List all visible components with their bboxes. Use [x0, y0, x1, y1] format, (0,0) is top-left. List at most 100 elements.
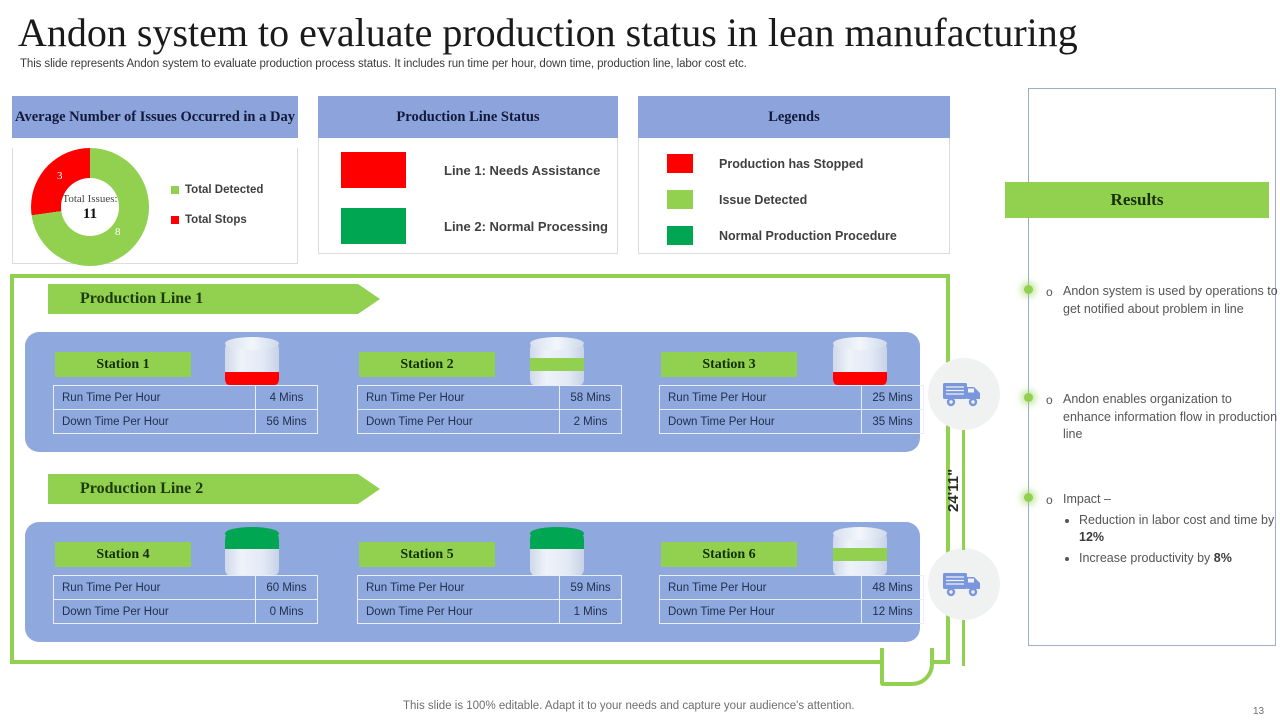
station-card-6[interactable]: Station 6 Run Time Per Hour 48 Mins Down… [659, 542, 929, 624]
legend-swatch-green [171, 186, 179, 194]
results-box [1028, 88, 1276, 646]
results-item-1-text: Andon system is used by operations to ge… [1063, 284, 1278, 316]
results-bullet-dot-3 [1024, 493, 1033, 502]
station-3-badge: Station 3 [661, 352, 797, 377]
production-line-1-panel: Station 1 Run Time Per Hour 4 Mins Down … [25, 332, 924, 452]
station-2-badge: Station 2 [359, 352, 495, 377]
station-4-downtime-key: Down Time Per Hour [53, 599, 256, 624]
station-3-metrics: Run Time Per Hour 25 Mins Down Time Per … [659, 385, 924, 434]
legend-row-detected: Issue Detected [667, 190, 949, 209]
results-bullet-marker-3: o [1046, 493, 1053, 507]
results-item-2-text: Andon enables organization to enhance in… [1063, 392, 1278, 441]
truck-icon [943, 383, 980, 407]
station-2-downtime-value: 2 Mins [559, 409, 622, 434]
legend-row-stopped: Production has Stopped [667, 154, 949, 173]
legend-label-normal: Normal Production Procedure [719, 228, 897, 243]
donut-center: Total Issues: 11 [61, 178, 119, 236]
station-4-status-cylinder-icon [225, 527, 279, 581]
production-line-1-label: Production Line 1 [80, 290, 204, 307]
station-card-4[interactable]: Station 4 Run Time Per Hour 60 Mins Down… [53, 542, 323, 624]
status-label-line1: Line 1: Needs Assistance [444, 162, 601, 178]
issues-donut-chart: Total Issues: 11 3 8 [31, 148, 149, 266]
station-5-status-cylinder-icon [530, 527, 584, 581]
station-3-runtime-key: Run Time Per Hour [659, 385, 862, 410]
station-1-downtime-key: Down Time Per Hour [53, 409, 256, 434]
station-1-downtime-value: 56 Mins [255, 409, 318, 434]
station-2-metrics: Run Time Per Hour 58 Mins Down Time Per … [357, 385, 622, 434]
station-3-downtime-value: 35 Mins [861, 409, 924, 434]
station-card-3[interactable]: Station 3 Run Time Per Hour 25 Mins Down… [659, 352, 929, 434]
donut-value-detected: 8 [115, 226, 121, 238]
status-row-line2: Line 2: Normal Processing [341, 208, 617, 244]
status-label-line2: Line 2: Normal Processing [444, 218, 608, 234]
status-card-title: Production Line Status [318, 96, 618, 138]
issues-card-body: Total Issues: 11 3 8 Total Detected Tota… [12, 148, 298, 266]
legend-label-stopped: Production has Stopped [719, 156, 864, 171]
station-6-runtime-key: Run Time Per Hour [659, 575, 862, 600]
production-line-2-panel: Station 4 Run Time Per Hour 60 Mins Down… [25, 522, 924, 642]
station-6-downtime-key: Down Time Per Hour [659, 599, 862, 624]
results-item-1: Andon system is used by operations to ge… [1063, 283, 1278, 318]
station-card-2[interactable]: Station 2 Run Time Per Hour 58 Mins Down… [357, 352, 627, 434]
page-subtitle: This slide represents Andon system to ev… [20, 58, 747, 70]
station-1-badge: Station 1 [55, 352, 191, 377]
results-sub-1-pre: Reduction in labor cost and time by [1079, 512, 1275, 527]
table-row: Run Time Per Hour 59 Mins [357, 575, 622, 600]
table-row: Run Time Per Hour 48 Mins [659, 575, 924, 600]
legend-label-total-stops: Total Stops [185, 214, 247, 226]
status-card-body: Line 1: Needs Assistance Line 2: Normal … [318, 138, 618, 254]
delivery-truck-bubble-line1 [928, 358, 1000, 430]
footer-note: This slide is 100% editable. Adapt it to… [403, 700, 855, 712]
table-row: Run Time Per Hour 58 Mins [357, 385, 622, 410]
station-4-metrics: Run Time Per Hour 60 Mins Down Time Per … [53, 575, 318, 624]
status-swatch-green [341, 208, 406, 244]
table-row: Down Time Per Hour 56 Mins [53, 409, 318, 434]
issues-card-title: Average Number of Issues Occurred in a D… [12, 96, 298, 138]
table-row: Down Time Per Hour 1 Mins [357, 599, 622, 624]
station-card-1[interactable]: Station 1 Run Time Per Hour 4 Mins Down … [53, 352, 323, 434]
production-line-2-tag: Production Line 2 [48, 474, 380, 504]
station-card-5[interactable]: Station 5 Run Time Per Hour 59 Mins Down… [357, 542, 627, 624]
legends-card-title: Legends [638, 96, 950, 138]
legends-card-body: Production has Stopped Issue Detected No… [638, 138, 950, 254]
legend-swatch-normal [667, 226, 693, 245]
dimension-label: 24'11" [945, 468, 962, 512]
connector-line-vertical-2 [962, 620, 965, 666]
station-5-runtime-value: 59 Mins [559, 575, 622, 600]
station-3-downtime-key: Down Time Per Hour [659, 409, 862, 434]
station-5-metrics: Run Time Per Hour 59 Mins Down Time Per … [357, 575, 622, 624]
station-1-metrics: Run Time Per Hour 4 Mins Down Time Per H… [53, 385, 318, 434]
list-item: Reduction in labor cost and time by 12% [1079, 512, 1280, 547]
station-6-downtime-value: 12 Mins [861, 599, 924, 624]
frame-callout-notch [880, 648, 934, 686]
station-3-runtime-value: 25 Mins [861, 385, 924, 410]
production-line-status-card: Production Line Status Line 1: Needs Ass… [318, 96, 618, 254]
legend-label-detected: Issue Detected [719, 192, 808, 207]
donut-center-label: Total Issues: [62, 192, 118, 205]
station-6-badge: Station 6 [661, 542, 797, 567]
legend-item-total-detected: Total Detected [171, 184, 263, 196]
results-bullet-dot-1 [1024, 285, 1033, 294]
donut-center-value: 11 [82, 205, 98, 222]
results-bullet-marker-2: o [1046, 393, 1053, 407]
station-5-badge: Station 5 [359, 542, 495, 567]
legend-swatch-red [171, 216, 179, 224]
donut-legend: Total Detected Total Stops [171, 184, 263, 244]
station-5-downtime-key: Down Time Per Hour [357, 599, 560, 624]
station-6-metrics: Run Time Per Hour 48 Mins Down Time Per … [659, 575, 924, 624]
legend-item-total-stops: Total Stops [171, 214, 263, 226]
results-bullet-marker-1: o [1046, 285, 1053, 299]
production-line-2-label: Production Line 2 [80, 480, 204, 497]
station-4-runtime-value: 60 Mins [255, 575, 318, 600]
station-5-runtime-key: Run Time Per Hour [357, 575, 560, 600]
issues-card: Average Number of Issues Occurred in a D… [12, 96, 298, 266]
results-item-3-sublist: Reduction in labor cost and time by 12% … [1063, 512, 1280, 568]
legend-row-normal: Normal Production Procedure [667, 226, 949, 245]
station-6-status-cylinder-icon [833, 527, 887, 581]
table-row: Down Time Per Hour 0 Mins [53, 599, 318, 624]
results-sub-2-value: 8% [1213, 550, 1232, 565]
results-bullet-dot-2 [1024, 393, 1033, 402]
station-4-badge: Station 4 [55, 542, 191, 567]
station-5-downtime-value: 1 Mins [559, 599, 622, 624]
status-swatch-red [341, 152, 406, 188]
